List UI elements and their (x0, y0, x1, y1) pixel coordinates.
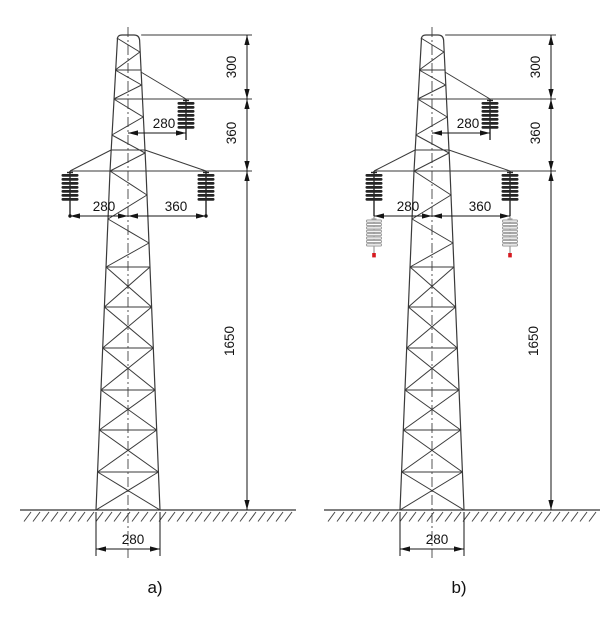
dim-label-360: 360 (224, 122, 239, 145)
dim-label-left-280: 280 (397, 199, 420, 214)
dim-label-1650: 1650 (526, 326, 541, 356)
dim-label-base-280: 280 (122, 532, 145, 547)
tower-label-b: b) (451, 578, 467, 597)
tower-structure (69, 34, 252, 511)
ground-hatching (20, 509, 296, 522)
right-insulator (501, 171, 519, 202)
dim-label-300: 300 (224, 56, 239, 79)
dim-label-base-280: 280 (426, 532, 449, 547)
dim-label-360: 360 (528, 122, 543, 145)
tower-panel-a: 300 360 1650 280 280 360 280 a) (20, 27, 296, 597)
dimensions: 300 360 1650 280 280 360 280 (374, 35, 554, 556)
right-surge-arrester (502, 216, 518, 258)
tower-drawing-b: 300 360 1650 280 280 360 280 (324, 27, 600, 558)
tower-structure (373, 34, 556, 511)
dimensions: 300 360 1650 280 280 360 280 (70, 35, 250, 556)
right-insulator (197, 171, 215, 202)
tower-label-a: a) (147, 578, 163, 597)
left-insulator (365, 171, 383, 202)
dim-label-top-280: 280 (153, 116, 176, 131)
tower-panel-b: 300 360 1650 280 280 360 280 b) (304, 0, 608, 627)
top-insulator (481, 99, 499, 130)
dim-label-right-360: 360 (165, 199, 188, 214)
ground-hatching (324, 509, 600, 522)
left-surge-arrester (366, 216, 382, 258)
dim-label-left-280: 280 (93, 199, 116, 214)
dim-label-1650: 1650 (222, 326, 237, 356)
left-insulator (61, 171, 79, 202)
dim-label-300: 300 (528, 56, 543, 79)
top-insulator (177, 99, 195, 130)
dim-label-right-360: 360 (469, 199, 492, 214)
arrester-red-tip (372, 253, 376, 258)
dim-label-top-280: 280 (457, 116, 480, 131)
lattice-transmission-tower: 300 360 1650 280 280 360 280 (324, 27, 600, 558)
tower-drawing-a: 300 360 1650 280 280 360 280 (20, 27, 296, 558)
lattice-transmission-tower: 300 360 1650 280 280 360 280 (20, 27, 296, 558)
arrester-red-tip (508, 253, 512, 258)
